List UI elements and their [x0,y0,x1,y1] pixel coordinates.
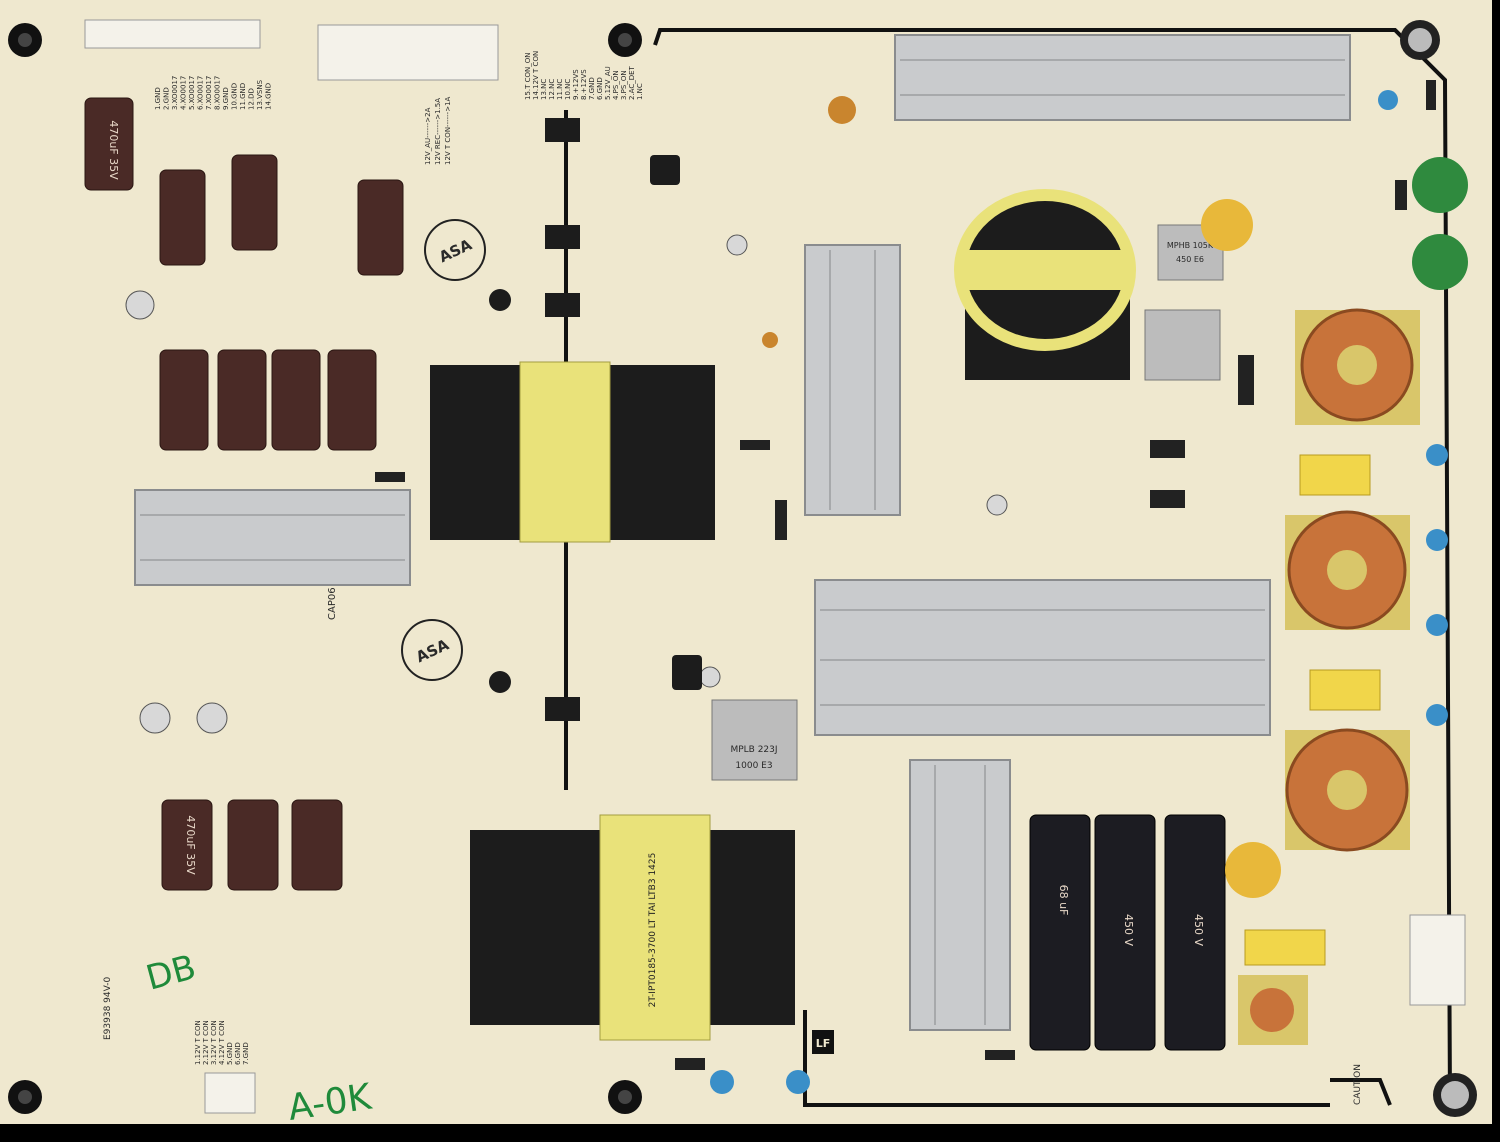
connector-pin-label: 8.+12VS [580,69,588,100]
transformer-2 [954,189,1136,380]
connector-pin-label: 14.GND [265,83,273,110]
connector-pin-label: 4.PS_ON [612,70,620,100]
connector-pin-label: 12.DD [248,88,256,110]
mounting-holes [8,20,1477,1117]
electrolytic-caps-35v [84,97,404,891]
connector-pin-label: 8.XO0017 [214,76,222,110]
connector-pin-label: 5.12V_AU [604,66,612,100]
connector-pin-label: 6.XO0017 [197,76,205,110]
connector-pin-label: 9.GND [222,87,230,110]
lf-label: LF [816,1037,831,1050]
connector-pin-label: 4.12V T CON [218,1020,226,1065]
film-cap-label: MPHB 105K [1167,241,1214,250]
current-rating-1: 12V_AU------>2A [424,107,432,165]
varistors [762,96,1468,898]
small-caps [125,234,1008,734]
film-caps [711,224,1224,781]
connector-pin-label: 2.12V T CON [202,1020,210,1065]
connector-pin-label: 3.XO0017 [171,76,179,110]
transformer-1 [430,361,715,543]
x-capacitors [1244,454,1381,966]
connector-pin-label: 10.NC [564,79,572,100]
cap-label: 470uF 35V [107,120,120,180]
connector-pin-labels-left: 1.GND [154,87,162,110]
heatsinks [134,34,1351,1031]
current-rating-2: 12V REC------>1.5A [434,98,442,165]
traces [564,28,1452,1107]
connector-pin-label: 1.NC [636,83,644,100]
connector-pin-label: 7.GND [588,77,596,100]
connector-pin-label: 12.NC [548,79,556,100]
connectors [84,19,1466,1114]
film-cap-label: 1000 E3 [735,761,772,771]
cap06-label: CAP06 [327,587,338,620]
cap-label: 470uF 35V [184,815,197,875]
connector-pin-label: 2.GND [163,87,171,110]
connector-pin-label: 5.GND [226,1042,234,1065]
connector-pin-label: 13.NC [540,79,548,100]
connector-pin-label: 14.12V T CON [532,51,540,100]
connector-pin-label: 6.GND [596,77,604,100]
current-rating-3: 12V T CON------>1A [444,96,452,165]
lf-mark [812,1030,834,1054]
film-cap-label: 450 E6 [1176,255,1204,264]
connector-pin-label: 10.GND [231,83,239,110]
connector-pin-label: 11.GND [239,83,247,110]
toroid-inductors [1238,308,1420,1045]
connector-pin-label: 3.PS_ON [620,70,628,100]
bulk-caps-450v [1029,814,1226,1051]
ul-mark: E93938 94V-0 [103,976,113,1040]
bulk-cap-label-v: 450 V [1122,914,1135,946]
caution-label: CAUTION [1353,1064,1363,1105]
connector-pin-label: 7.GND [242,1042,250,1065]
connector-pin-labels-mid: 15.T CON_ON [524,52,532,100]
transformer-label: 2T-IPT0185-3700 LT TAI LTB3 1425 [648,853,658,1008]
bulk-cap-label-v: 450 V [1192,914,1205,946]
connector-pin-label: 4.XO0017 [180,76,188,110]
connector-pin-label: 13.VSNS [256,79,264,110]
connector-pin-label: 3.12V T CON [210,1020,218,1065]
transistors [489,118,702,721]
y-capacitors [710,90,1448,1094]
connector-pin-labels-bottom: 1.12V T CON [194,1020,202,1065]
connector-pin-label: 5.XO0017 [188,76,196,110]
bulk-cap-label-uf: 68 uF [1057,885,1070,916]
film-cap-label: MPLB 223J [730,745,777,755]
diodes [375,80,1436,1070]
connector-pin-label: 9.+12VS [572,69,580,100]
transformer-3: 2T-IPT0185-3700 LT TAI LTB3 1425 [470,814,795,1041]
connector-pin-label: 2.AC_DET [628,65,636,100]
connector-pin-label: 11.NC [556,79,564,100]
connector-pin-label: 6.GND [234,1042,242,1065]
connector-pin-label: 7.XO0017 [205,76,213,110]
